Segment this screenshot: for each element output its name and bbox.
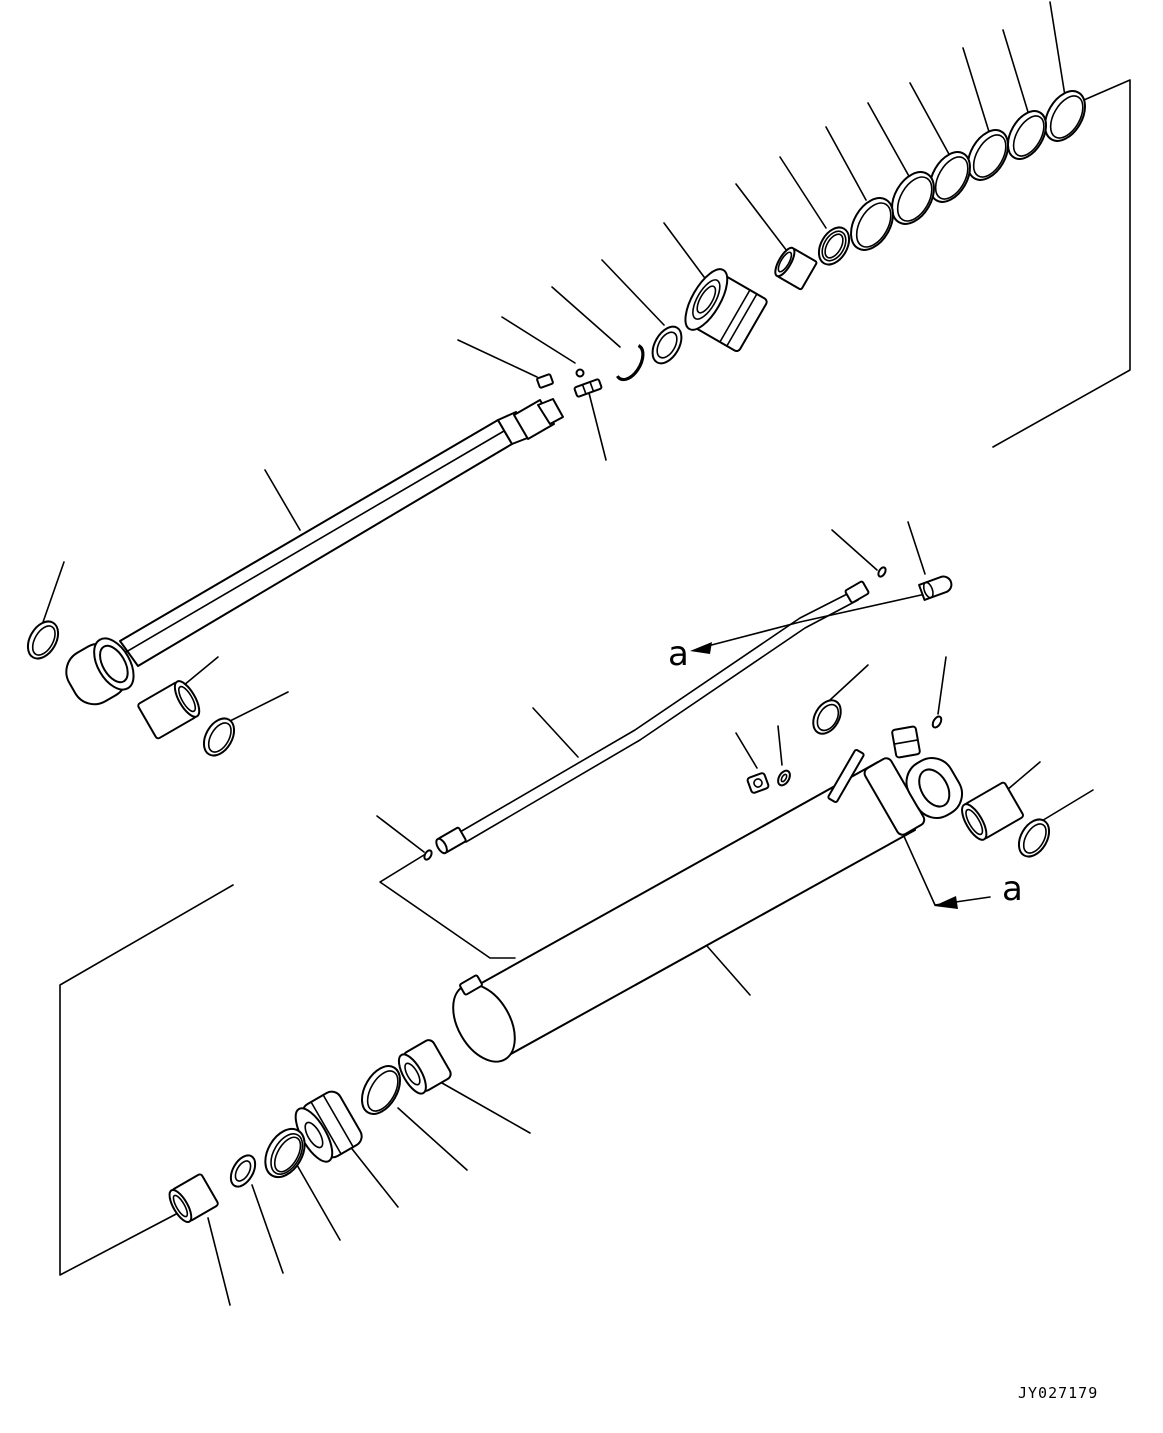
upper-group-bracket [992,79,1131,448]
pipe-oring-left [423,849,433,861]
lower-group-bracket [59,884,234,1276]
tube-port-oring [812,699,842,735]
snap-ring-head [651,325,683,365]
arrow-a-upper: a [668,592,931,674]
cylinder-grease-bracket [379,854,516,959]
rod-end-snap-ring [26,620,60,660]
seal-ring-stack [536,90,1086,398]
arrow-a-lower: a [874,771,1023,909]
bushing-head [774,246,818,291]
seal-ring-1 [1044,90,1086,142]
rod-seal [817,226,851,266]
tube-end-ring [1017,818,1051,858]
rod-end-bushing [137,680,201,740]
pipe-oring-right [877,566,887,578]
piston-nut-bushing [168,1173,219,1223]
piston-seal [264,1127,306,1179]
arrow-a-lower-label: a [1002,869,1023,909]
rod-end-ring [202,717,236,757]
seal-ring-6 [850,197,894,251]
tube-small-oring [931,715,943,729]
clamp-bolt [746,772,770,794]
hydraulic-pipe [435,580,870,855]
pipe-elbow-clamp [918,575,953,601]
cushion-collar [397,1039,452,1095]
piston-ring-wear [361,1065,401,1115]
piston [294,1090,363,1163]
piston-washer [229,1154,257,1188]
tube-end-bushing [961,781,1024,841]
drawing-code: JY027179 [1018,1384,1098,1402]
arrow-a-upper-label: a [668,634,689,674]
seal-ring-3 [967,129,1009,181]
steel-ball [575,368,585,378]
cylinder-tube [452,725,963,1063]
backup-ring [616,344,645,382]
clamp-washer [777,769,791,787]
seal-ring-4 [929,151,971,203]
set-screw [573,378,603,398]
piston-nut-small [536,373,554,389]
cylinder-head [684,268,768,353]
seal-ring-5 [891,171,935,225]
seal-ring-2 [1007,110,1047,160]
leader-lines [41,1,1094,1306]
piston-rod [65,398,564,706]
